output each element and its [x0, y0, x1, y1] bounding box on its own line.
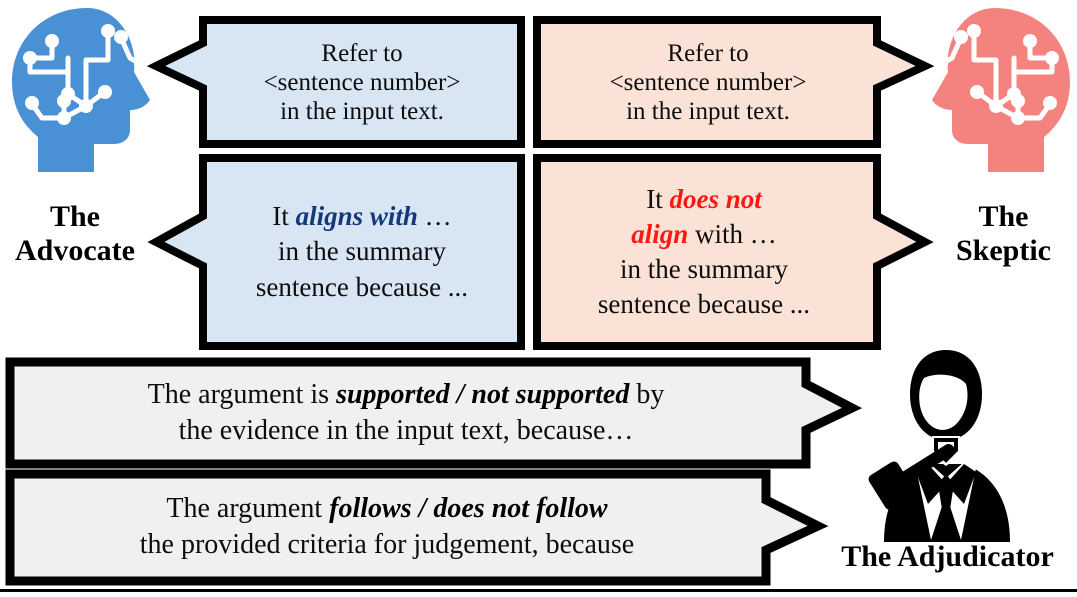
advocate-instruction-bubble[interactable]: Refer to <sentence number> in the input … — [146, 16, 527, 148]
adjudicator-evidence-bubble[interactable]: The argument is supported / not supporte… — [5, 357, 863, 469]
skeptic-label: The Skeptic — [930, 200, 1077, 267]
advocate-b2-line1: It aligns with … — [272, 199, 451, 235]
skeptic-b1-line3: in the input text. — [626, 97, 790, 125]
skeptic-b2-line4: sentence because ... — [597, 289, 811, 320]
skeptic-b2-line3: in the summary — [620, 254, 788, 284]
advocate-b2-line1-post: … — [417, 200, 452, 231]
adj-b2-line1-pre: The argument — [166, 493, 330, 525]
advocate-label: The Advocate — [0, 200, 150, 267]
skeptic-b2-line1-emphasis: does not — [669, 183, 762, 214]
skeptic-b2-line1-pre: It — [646, 183, 670, 214]
skeptic-b2-line1: It does not — [646, 182, 762, 217]
skeptic-b2-line2-emphasis: align — [631, 218, 689, 249]
adj-b1-line1-pre: The argument is — [147, 379, 337, 411]
advocate-b2-line3: sentence because ... — [255, 271, 469, 302]
advocate-b1-line3: in the input text. — [280, 97, 444, 125]
adj-b2-line1: The argument follows / does not follow — [166, 491, 607, 527]
advocate-claim-bubble[interactable]: It aligns with … in the summary sentence… — [147, 154, 527, 350]
adj-b1-line2: the evidence in the input text, because… — [178, 415, 634, 446]
adjudicator-label: The Adjudicator — [818, 540, 1077, 574]
advocate-b1-line2: <sentence number> — [263, 68, 461, 96]
adj-b1-line1: The argument is supported / not supporte… — [148, 377, 665, 413]
judge-with-gavel-icon — [866, 344, 1026, 544]
skeptic-label-line2: Skeptic — [955, 233, 1051, 267]
skeptic-label-line1: The — [978, 200, 1029, 233]
skeptic-b2-line2: align with … — [631, 217, 777, 252]
advocate-b2-line1-pre: It — [272, 200, 296, 231]
adjudicator-label-text: The Adjudicator — [841, 540, 1054, 573]
advocate-label-line2: Advocate — [15, 233, 135, 267]
adj-b1-line1-emphasis: supported / not supported — [336, 379, 630, 411]
bottom-divider — [0, 589, 1077, 592]
advocate-b2-line2: in the summary — [278, 236, 446, 267]
skeptic-instruction-bubble[interactable]: Refer to <sentence number> in the input … — [533, 16, 935, 148]
advocate-b1-line1: Refer to — [321, 39, 403, 67]
adjudicator-criteria-bubble[interactable]: The argument follows / does not follow t… — [5, 469, 836, 586]
advocate-head-icon — [8, 6, 166, 174]
advocate-label-line1: The — [49, 200, 100, 233]
adj-b1-line1-post: by — [629, 379, 665, 411]
skeptic-b1-line2: <sentence number> — [609, 68, 807, 96]
skeptic-b1-line1: Refer to — [667, 39, 749, 67]
adj-b2-line1-emphasis: follows / does not follow — [329, 493, 608, 525]
skeptic-b2-line2-post: with … — [688, 218, 777, 249]
skeptic-claim-bubble[interactable]: It does not align with … in the summary … — [533, 154, 934, 350]
advocate-b2-line1-emphasis: aligns with — [295, 200, 418, 231]
skeptic-head-icon — [916, 6, 1074, 174]
adj-b2-line2: the provided criteria for judgement, bec… — [139, 529, 635, 560]
